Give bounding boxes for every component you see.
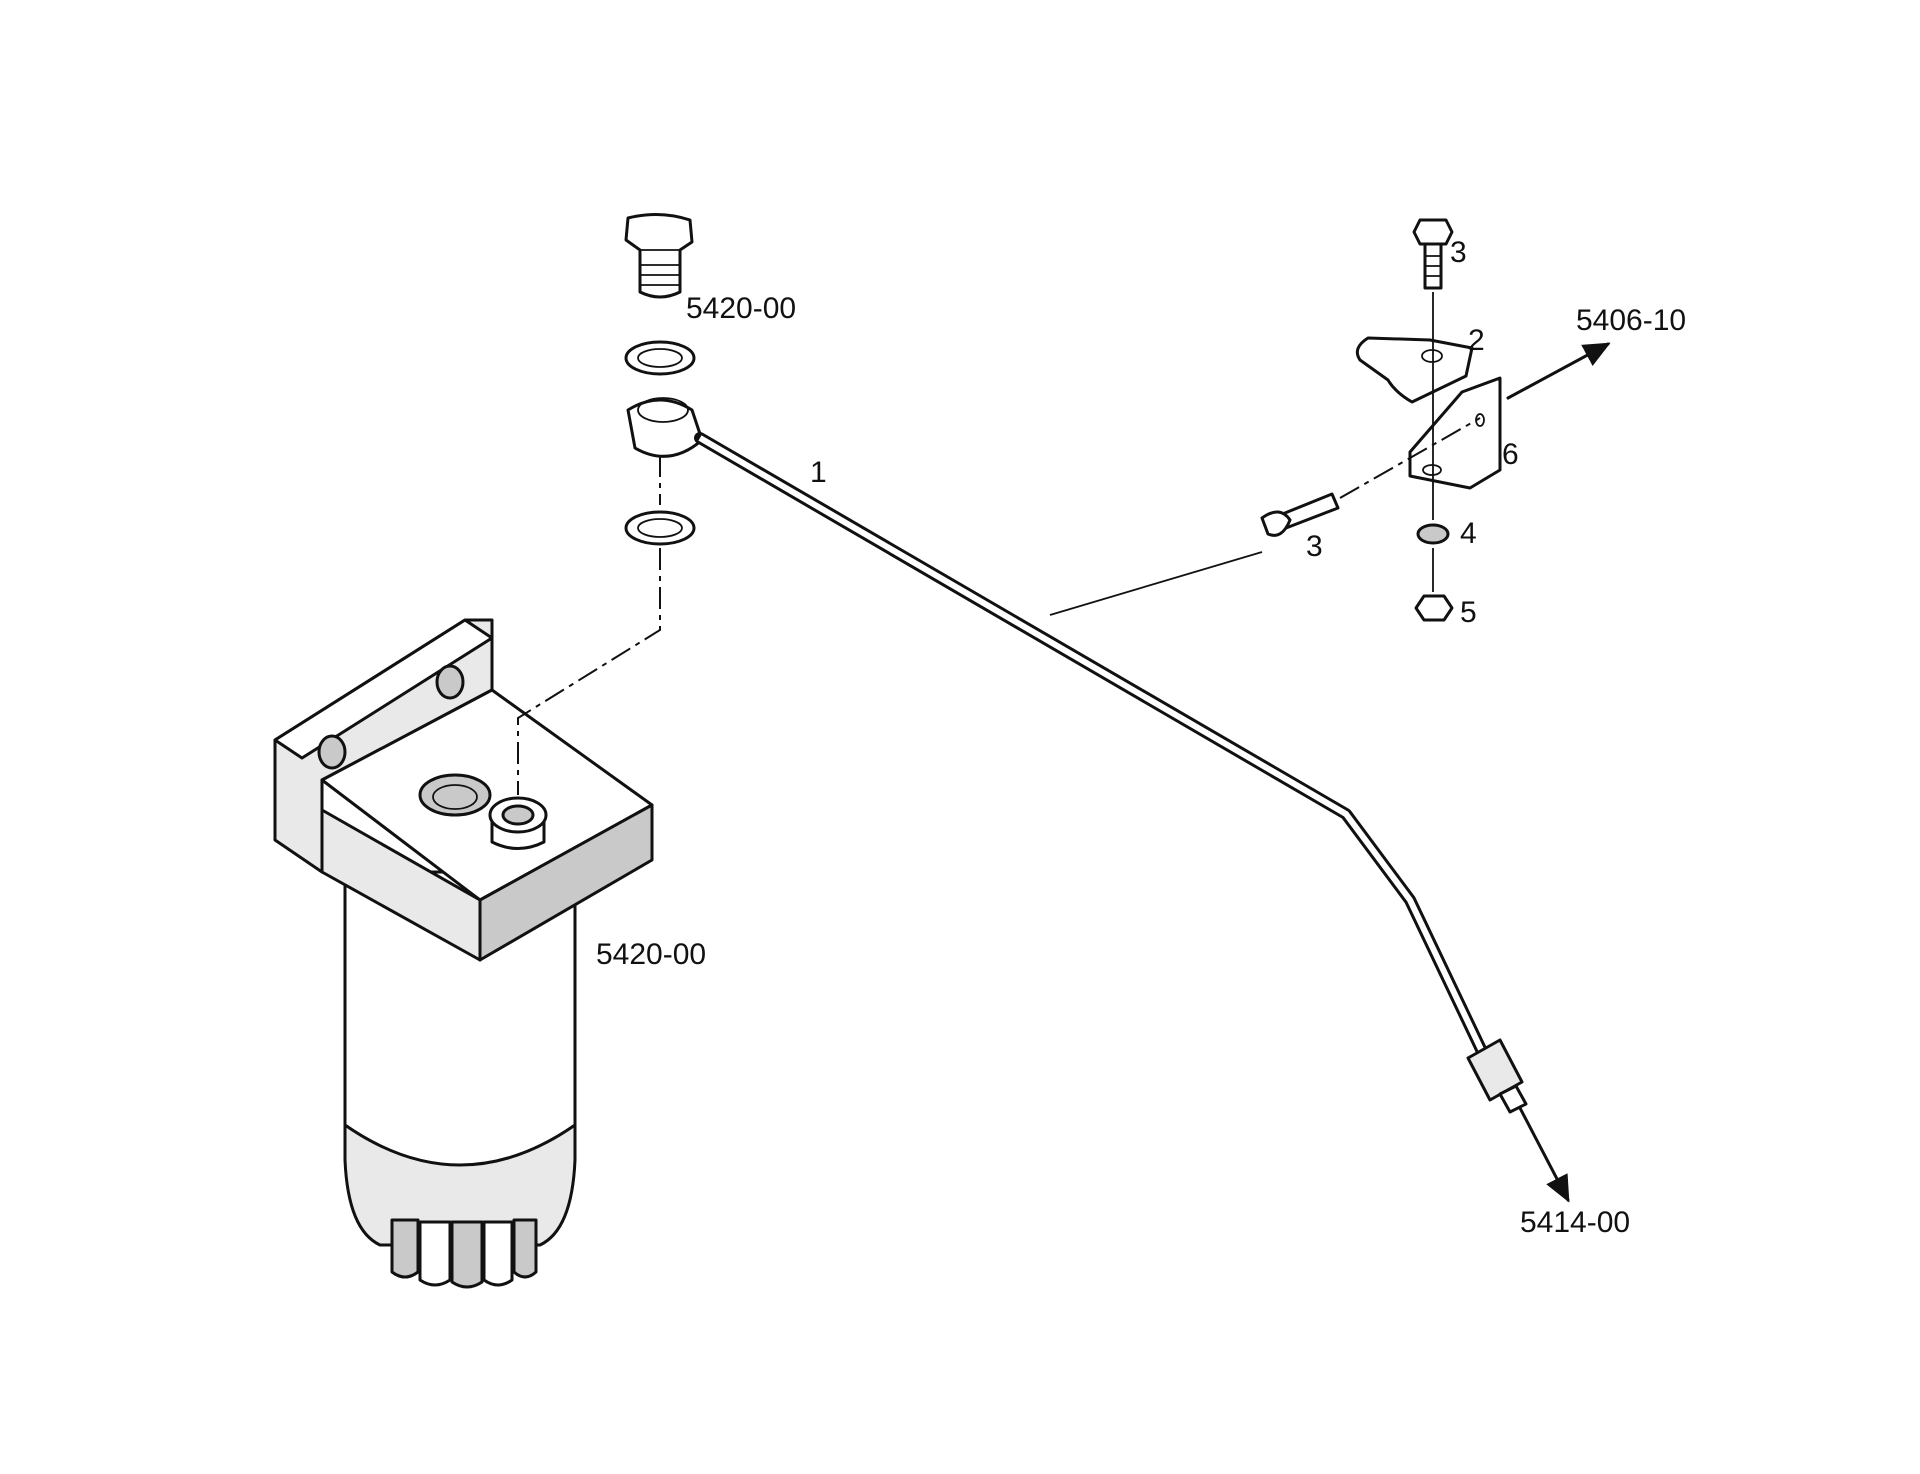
banjo-bolt-assembly	[517, 213, 704, 795]
filter-bowl	[343, 1123, 577, 1247]
pipe-fitting-tip	[1498, 1084, 1528, 1114]
label-nut-item: 5	[1460, 596, 1477, 629]
label-washer-item: 4	[1460, 517, 1477, 550]
label-banjo-bolt-ref: 5420-00	[686, 292, 796, 325]
pipe-inner	[698, 435, 1490, 1064]
washer-lower	[624, 510, 696, 546]
hex-nut	[1414, 594, 1454, 622]
mount-hole-right	[435, 664, 465, 700]
label-bolt-left-item: 3	[1306, 530, 1323, 563]
filter-drain-ribs	[390, 1218, 538, 1289]
fuel-filter-assembly	[273, 618, 654, 1289]
mount-hole-left	[317, 734, 347, 770]
label-bracket-item: 6	[1502, 438, 1519, 471]
pipe-clamp	[1355, 336, 1474, 404]
label-ref-5414-00: 5414-00	[1520, 1206, 1630, 1239]
fuel-pipe	[694, 432, 1528, 1114]
filter-head-upright-face	[273, 618, 494, 760]
label-ref-5406-10: 5406-10	[1576, 304, 1686, 337]
filter-head-plate-side	[478, 803, 654, 962]
inlet-port-inner	[432, 784, 478, 810]
clamp-bracket-assembly	[1260, 218, 1502, 622]
side-bolt-center-line	[1339, 417, 1481, 499]
pipe-outer	[694, 432, 1493, 1068]
outlet-port-inner	[501, 804, 535, 826]
pipe-fitting-nut	[1466, 1038, 1524, 1102]
bolt-top	[1412, 218, 1454, 246]
banjo-bolt	[624, 213, 694, 299]
arrow-to-5406-10	[1506, 342, 1611, 400]
label-clamp-item: 2	[1468, 324, 1485, 357]
washer-upper	[624, 340, 696, 376]
lock-washer	[1416, 523, 1450, 545]
banjo-center-line	[517, 455, 661, 795]
arrow-to-5414-00	[1518, 1106, 1570, 1203]
pipe-leader-line	[1049, 551, 1263, 616]
label-filter-ref: 5420-00	[596, 938, 706, 971]
label-pipe-item: 1	[810, 456, 827, 489]
label-bolt-top-item: 3	[1450, 236, 1467, 269]
